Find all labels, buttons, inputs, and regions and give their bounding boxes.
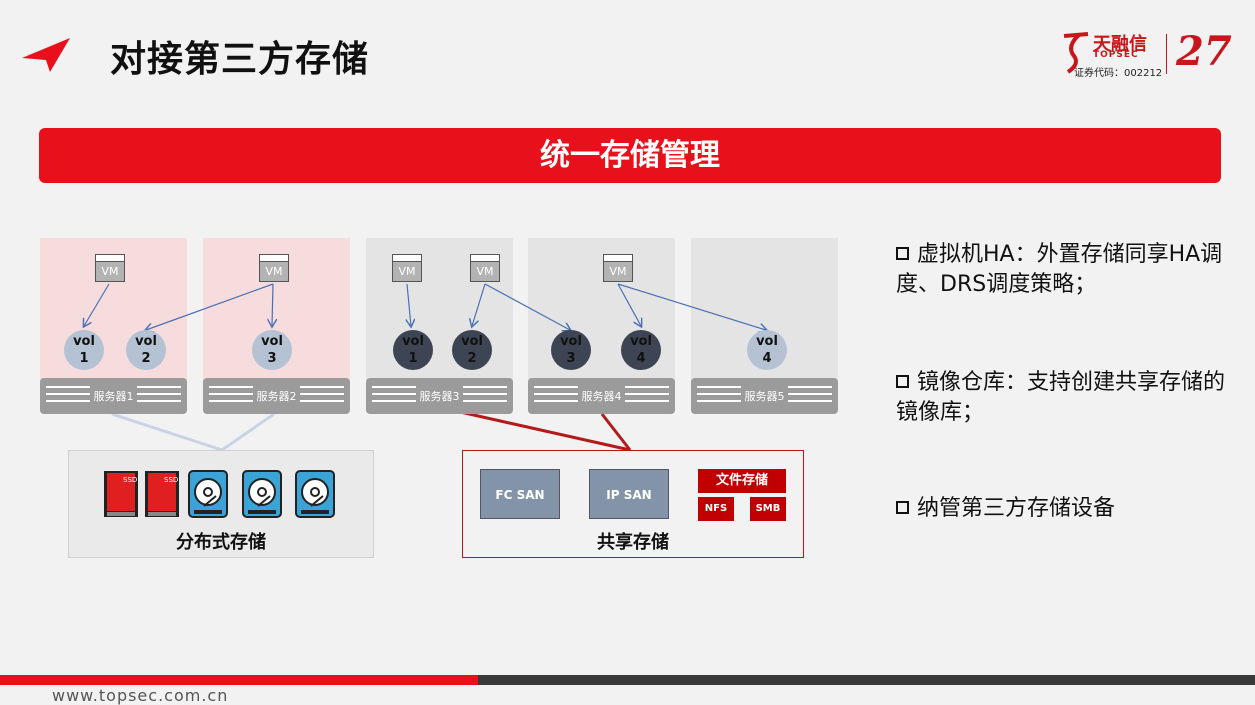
vm-box-1: VM	[95, 254, 125, 282]
vm-box-2: VM	[259, 254, 289, 282]
brand-divider	[1166, 34, 1167, 74]
footer-bar-red	[0, 675, 478, 685]
server-5: 服务器5	[691, 378, 838, 414]
vm-box-5: VM	[603, 254, 633, 282]
bullet-ha: 虚拟机HA：外置存储同享HA调度、DRS调度策略；	[896, 242, 1223, 297]
server-2: 服务器2	[203, 378, 350, 414]
bullet-square-icon	[896, 501, 909, 514]
bullet-square-icon	[896, 375, 909, 388]
server-4: 服务器4	[528, 378, 675, 414]
server-3: 服务器3	[366, 378, 513, 414]
page-title: 对接第三方存储	[110, 39, 370, 80]
bullet-image-repo: 镜像仓库：支持创建共享存储的镜像库；	[896, 370, 1226, 425]
fc-san-box: FC SAN	[480, 469, 560, 519]
vm-box-4: VM	[470, 254, 500, 282]
brand-logo-icon	[1063, 32, 1089, 74]
hard-disk-icon	[242, 470, 282, 518]
hard-disk-icon	[295, 470, 335, 518]
nfs-box: NFS	[698, 497, 734, 521]
vm-box-3: VM	[392, 254, 422, 282]
stock-code: 证券代码：002212	[1074, 68, 1163, 79]
footer-bar-dark	[478, 675, 1255, 685]
svg-text:SSD: SSD	[123, 476, 137, 484]
brand-anniversary: 27	[1176, 28, 1232, 75]
ip-san-box: IP SAN	[589, 469, 669, 519]
svg-text:SSD: SSD	[164, 476, 178, 484]
brand-sub: TOPSEC	[1093, 50, 1139, 60]
unified-storage-banner: 统一存储管理	[39, 128, 1221, 183]
brand-name: 天融信	[1093, 34, 1147, 55]
file-storage-box: 文件存储	[698, 469, 786, 493]
footer-url: www.topsec.com.cn	[52, 686, 229, 705]
server-1: 服务器1	[40, 378, 187, 414]
bullet-third-party: 纳管第三方存储设备	[896, 494, 1226, 524]
bullet-square-icon	[896, 247, 909, 260]
logo-arrow-icon	[22, 38, 70, 72]
ssd-icon: SSD	[145, 471, 179, 517]
distributed-storage-label: 分布式存储	[176, 532, 266, 553]
smb-box: SMB	[750, 497, 786, 521]
ssd-icon: SSD	[104, 471, 138, 517]
hard-disk-icon	[188, 470, 228, 518]
shared-storage-label: 共享存储	[597, 532, 669, 553]
